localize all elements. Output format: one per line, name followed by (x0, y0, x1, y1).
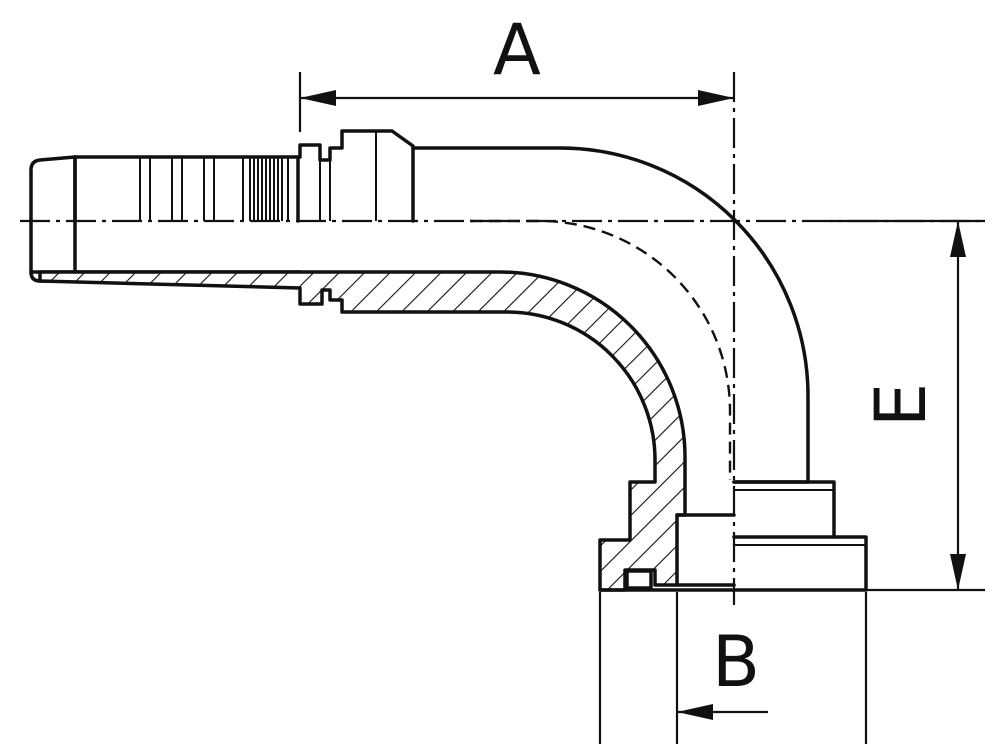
dimension-b: B (598, 592, 868, 744)
hose-tail (29, 155, 300, 283)
collar (296, 129, 415, 223)
o-ring-groove (625, 569, 653, 590)
dimension-a-label: A (493, 9, 541, 91)
hidden-bore-line (470, 219, 732, 480)
center-lines (20, 72, 985, 605)
dimension-a: A (298, 9, 734, 132)
flange (598, 480, 868, 592)
dimension-e-label: E (860, 383, 942, 427)
dimension-b-label: B (712, 621, 760, 703)
dimension-e: E (830, 219, 985, 592)
knurl-grip (249, 157, 283, 221)
section-wall (38, 270, 687, 592)
